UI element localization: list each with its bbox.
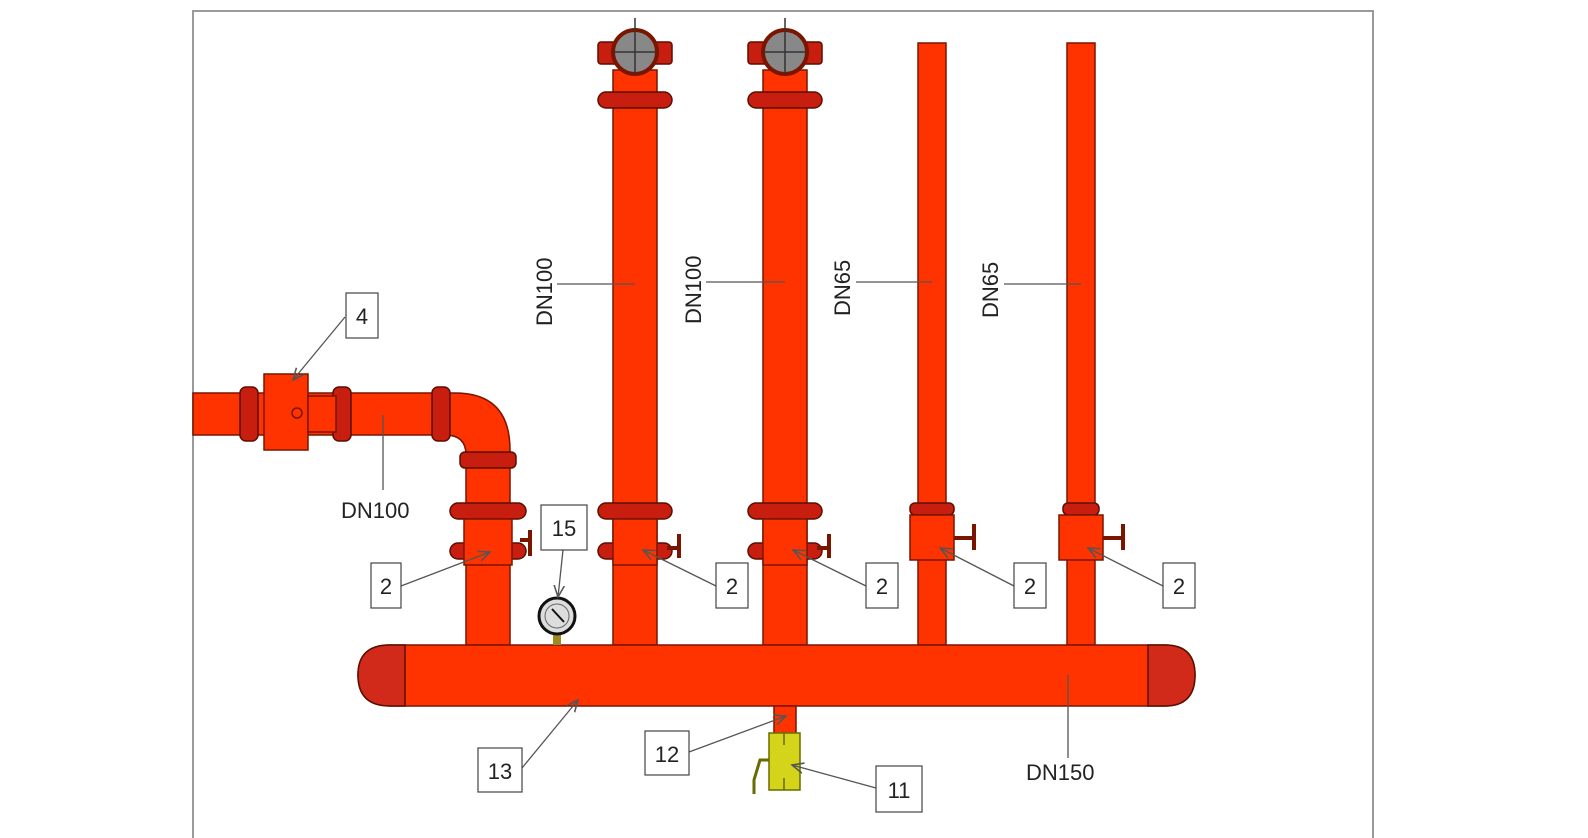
svg-text:2: 2 <box>726 574 738 599</box>
riser-3 <box>909 42 976 646</box>
svg-text:2: 2 <box>380 574 392 599</box>
svg-text:12: 12 <box>655 742 679 767</box>
callout-13: 13 <box>477 747 523 793</box>
callout-4: 4 <box>345 292 379 339</box>
svg-text:11: 11 <box>888 778 911 803</box>
drain-pipe <box>773 705 797 737</box>
callout-2a: 2 <box>370 562 402 609</box>
header-pipe <box>357 644 1196 707</box>
callout-12: 12 <box>644 730 690 776</box>
ball-valve-icon <box>752 732 801 794</box>
callout-15: 15 <box>540 504 588 551</box>
svg-text:15: 15 <box>552 516 576 541</box>
pipe-label-inlet: DN100 <box>341 498 409 523</box>
svg-text:2: 2 <box>1173 574 1185 599</box>
riser-2 <box>747 18 831 646</box>
svg-text:13: 13 <box>488 759 512 784</box>
svg-text:4: 4 <box>356 304 368 329</box>
svg-text:2: 2 <box>876 574 888 599</box>
pipe-label-riser-1: DN100 <box>532 258 557 326</box>
callout-2b: 2 <box>715 562 749 609</box>
leader-lines <box>293 281 1164 789</box>
callout-2c: 2 <box>865 562 899 609</box>
pressure-gauge-icon <box>537 596 577 645</box>
pipe-label-riser-2: DN100 <box>681 256 706 324</box>
callout-2e: 2 <box>1162 562 1196 609</box>
callout-11: 11 <box>875 765 923 813</box>
callout-2d: 2 <box>1013 562 1047 609</box>
pipe-label-riser-3: DN65 <box>830 260 855 316</box>
svg-text:2: 2 <box>1024 574 1036 599</box>
inlet-valve <box>263 373 337 451</box>
pipe-label-header: DN150 <box>1026 760 1094 785</box>
riser-1 <box>597 18 681 646</box>
riser-4 <box>1058 42 1125 646</box>
pipe-label-riser-4: DN65 <box>978 262 1003 318</box>
